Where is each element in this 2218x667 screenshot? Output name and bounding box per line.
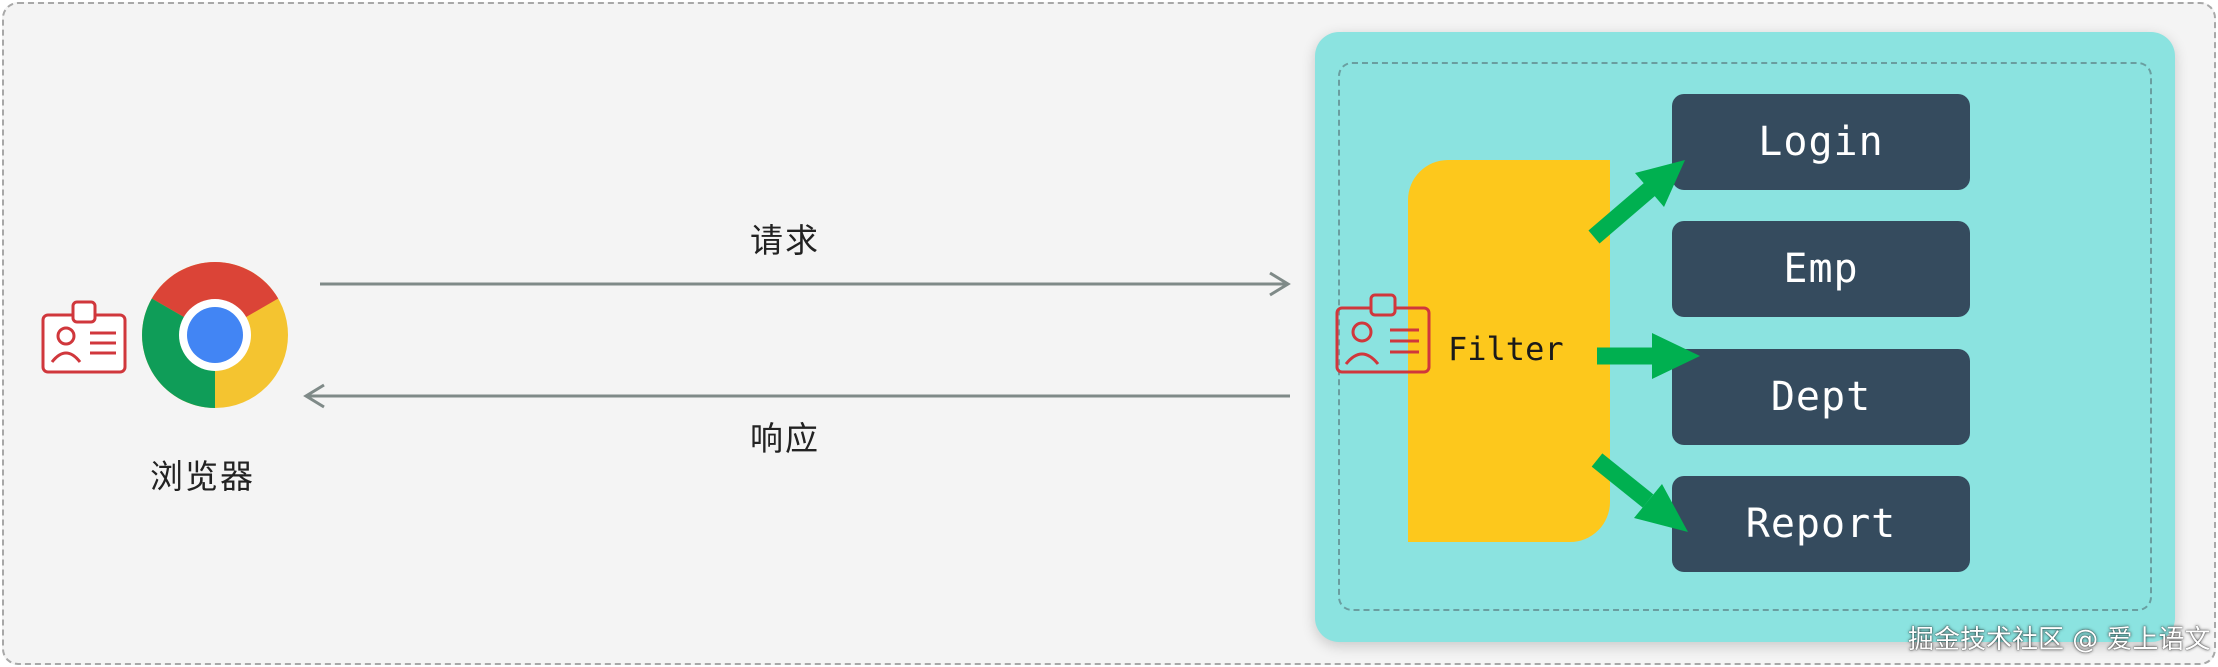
route-arrow-dept [1597,333,1700,379]
filter-label: Filter [1448,330,1564,368]
server-inner-boundary [1338,62,2152,611]
route-arrow-report [1591,453,1688,532]
request-label: 请求 [750,221,820,260]
resource-report: Report [1672,476,1970,572]
resource-login: Login [1672,94,1970,190]
response-arrow [303,383,1290,409]
id-card-icon [41,300,127,374]
browser-label: 浏览器 [150,457,255,496]
response-label: 响应 [750,419,820,458]
route-arrow-login [1588,160,1685,244]
request-arrow [320,271,1291,297]
chrome-icon [142,262,288,408]
id-card-icon [1335,293,1431,374]
watermark: 掘金技术社区 @ 爱上语文 [1908,625,2211,655]
resource-dept: Dept [1672,349,1970,445]
filter-block [1408,160,1610,542]
resource-emp: Emp [1672,221,1970,317]
